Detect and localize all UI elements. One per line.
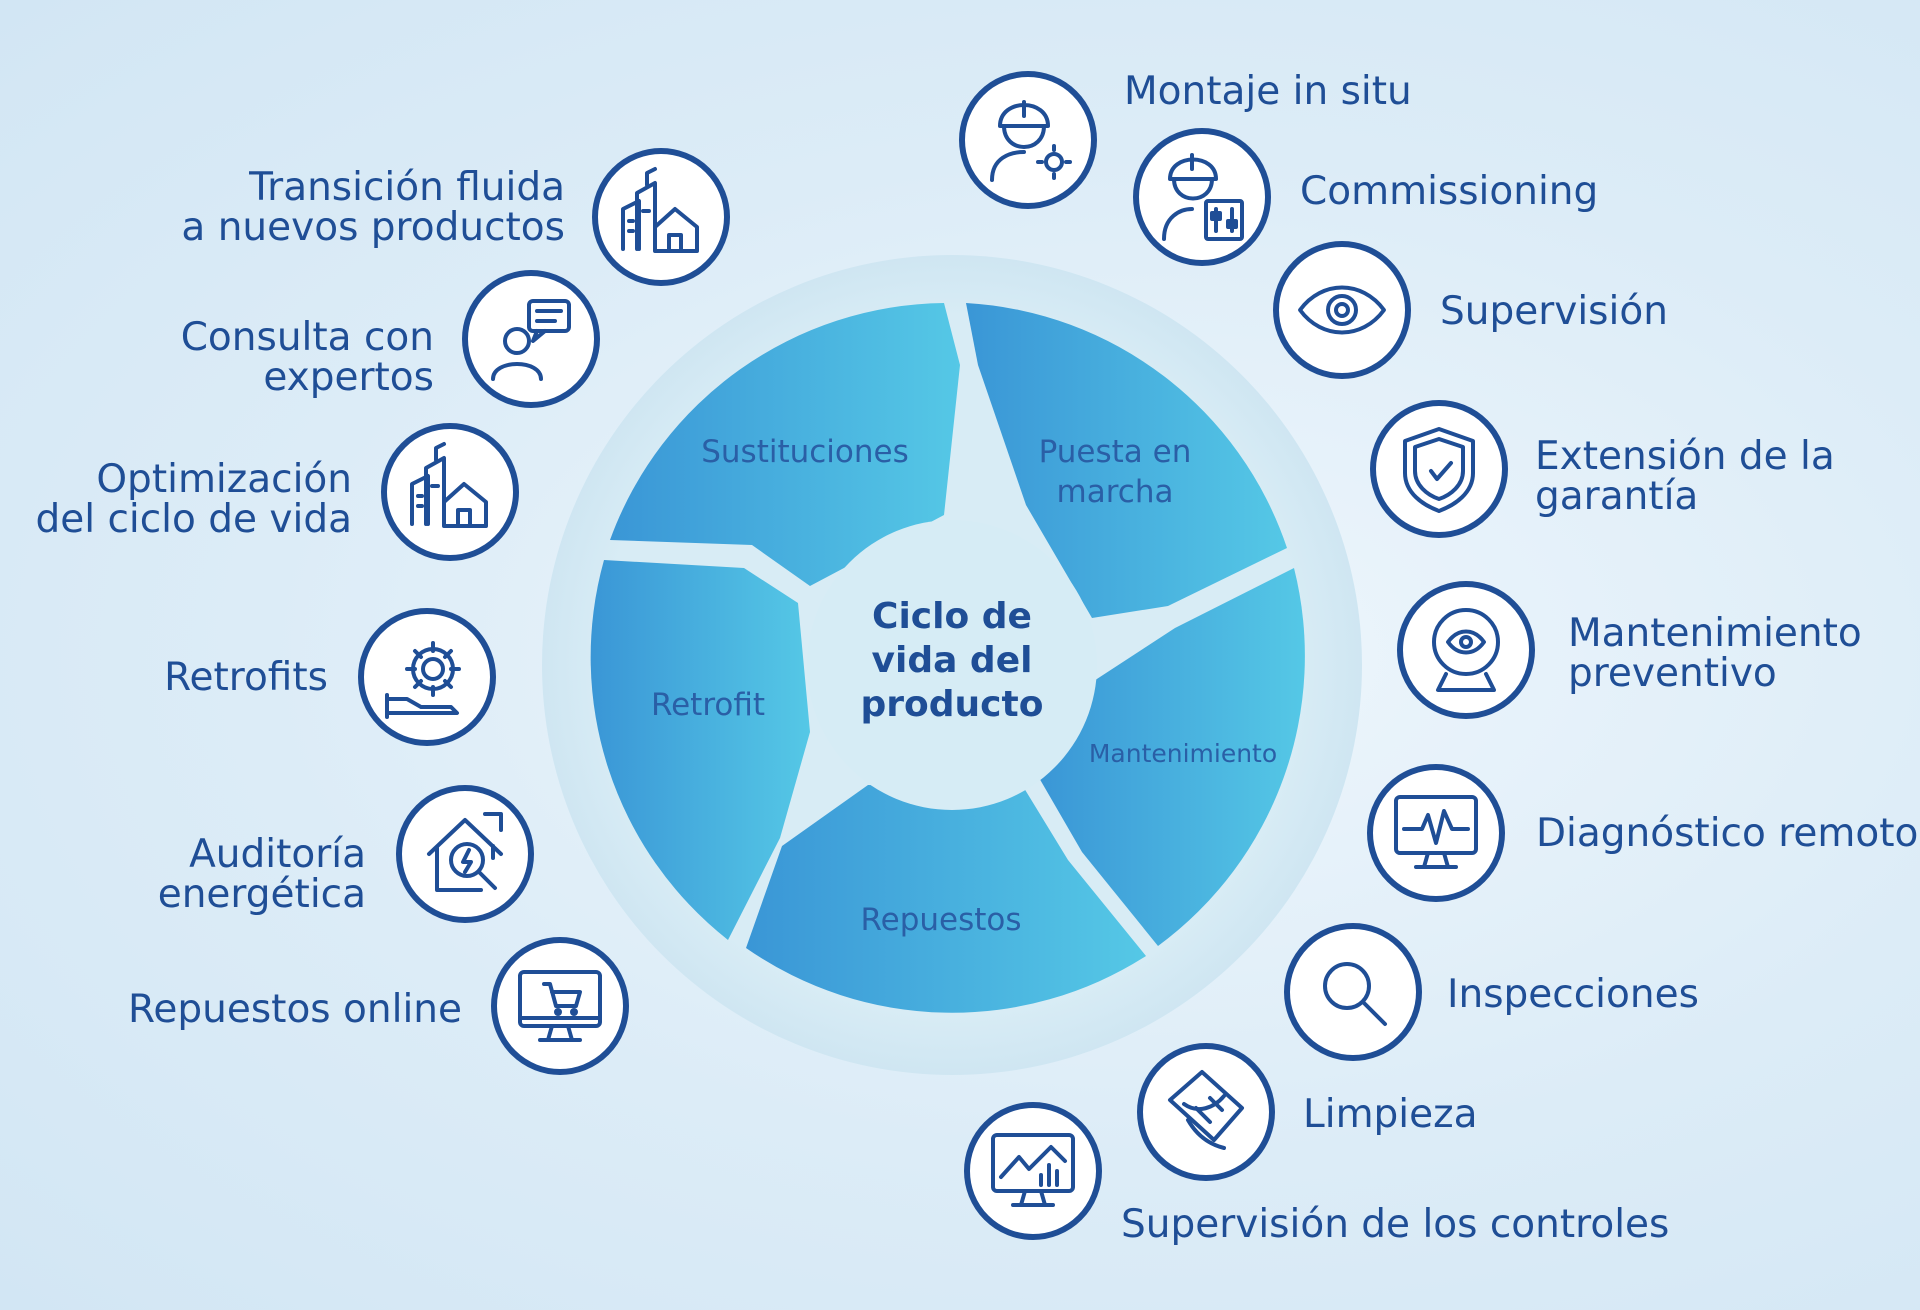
left-service-2 — [381, 423, 519, 561]
right-service-3 — [1370, 400, 1508, 538]
left-service-5 — [491, 937, 629, 1075]
right-service-label: Limpieza — [1303, 1092, 1478, 1137]
monitor-pulse-icon — [1394, 795, 1478, 869]
left-service-1 — [462, 270, 600, 408]
segment-label-mantenimiento: Mantenimiento — [1089, 739, 1277, 768]
worker-panel-icon — [1162, 153, 1244, 241]
right-service-label: Mantenimiento preventivo — [1568, 611, 1862, 696]
magnifier-icon — [1323, 962, 1387, 1026]
segment-retrofit-shape — [590, 560, 810, 940]
webcam-eye-icon — [1432, 608, 1500, 692]
right-service-label: Extensión de la garantía — [1535, 434, 1835, 519]
right-service-label: Supervisión de los controles — [1121, 1202, 1670, 1247]
center-hub — [807, 520, 1097, 810]
shield-check-icon — [1403, 427, 1475, 513]
worker-gear-icon — [990, 100, 1072, 182]
segment-label-retrofit: Retrofit — [651, 687, 765, 723]
right-service-0 — [959, 71, 1097, 209]
right-service-2 — [1273, 241, 1411, 379]
right-service-label: Commissioning — [1300, 169, 1599, 214]
segment-label-sustituciones: Sustituciones — [701, 434, 909, 470]
right-service-1 — [1133, 128, 1271, 266]
segment-repuestos-shape — [746, 785, 1146, 1013]
left-service-label: Retrofits — [164, 655, 328, 700]
segment-puesta-en-marcha-shape — [966, 303, 1287, 618]
right-service-7 — [1137, 1043, 1275, 1181]
buildings-house-icon — [410, 442, 488, 528]
left-service-label: Optimización del ciclo de vida — [35, 457, 352, 542]
right-service-6 — [1284, 923, 1422, 1061]
right-service-label: Montaje in situ — [1124, 69, 1412, 114]
left-service-4 — [396, 785, 534, 923]
right-service-5 — [1367, 764, 1505, 902]
right-service-4 — [1397, 581, 1535, 719]
energy-house-search-icon — [427, 812, 503, 892]
cleaning-hand-icon — [1168, 1070, 1244, 1150]
right-service-label: Inspecciones — [1447, 972, 1699, 1017]
left-service-label: Auditoría energética — [157, 832, 366, 917]
buildings-house-icon — [621, 167, 699, 253]
left-service-0 — [592, 148, 730, 286]
left-service-label: Transición fluida a nuevos productos — [181, 165, 565, 250]
left-service-3 — [358, 608, 496, 746]
monitor-chart-icon — [991, 1133, 1075, 1207]
cart-monitor-icon — [518, 970, 602, 1042]
eye-icon — [1298, 285, 1386, 335]
segment-mantenimiento-shape — [1038, 568, 1305, 946]
right-service-label: Diagnóstico remoto — [1536, 811, 1919, 856]
segment-label-repuestos: Repuestos — [860, 902, 1021, 938]
right-service-label: Supervisión — [1440, 289, 1668, 334]
right-service-8 — [964, 1102, 1102, 1240]
segment-sustituciones-shape — [610, 303, 960, 586]
expert-chat-icon — [491, 299, 571, 381]
left-service-label: Repuestos online — [128, 987, 462, 1032]
left-service-label: Consulta con expertos — [180, 315, 434, 400]
gear-hand-icon — [385, 641, 461, 719]
